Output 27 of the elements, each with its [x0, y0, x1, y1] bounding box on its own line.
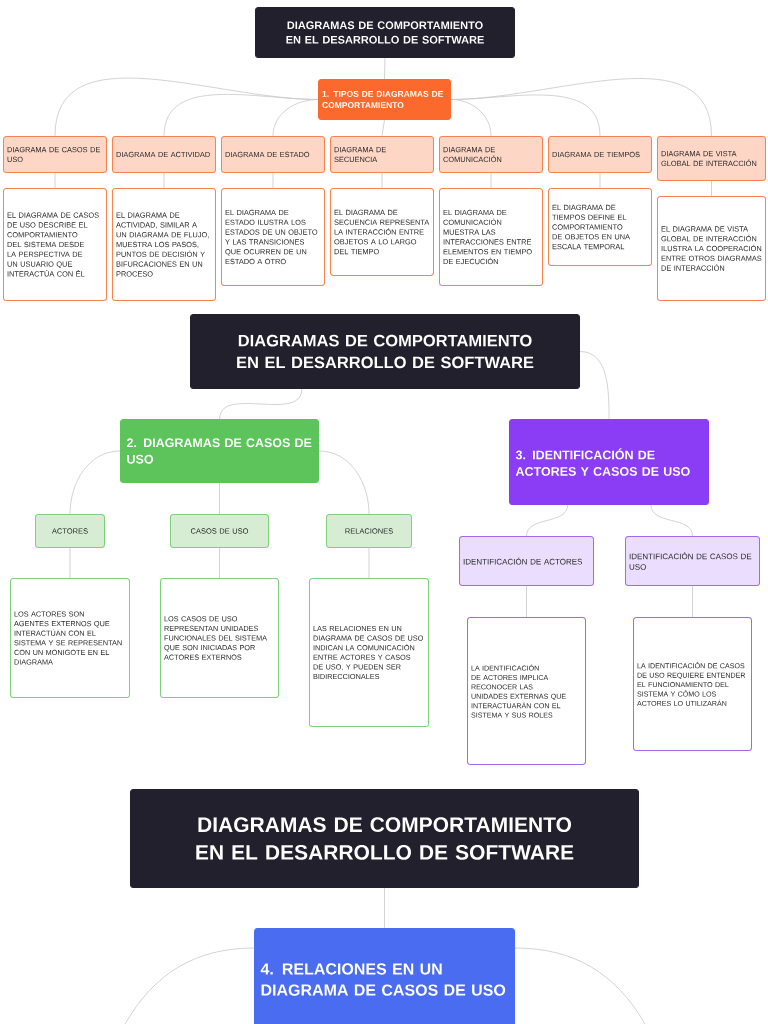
- connector-line: [272, 99, 319, 137]
- title-box: DIAGRAMAS DE COMPORTAMIENTO EN EL DESARROLLO DE SOFTWARE: [190, 314, 580, 389]
- connector-line: [381, 119, 385, 137]
- subtopic-box: IDENTIFICACIÓN DE CASOS DE USO: [625, 536, 760, 586]
- connector-line: [318, 450, 370, 515]
- subtopic-box: IDENTIFICACIÓN DE ACTORES: [459, 536, 594, 586]
- connector-line: [579, 351, 610, 420]
- title-box: DIAGRAMAS DE COMPORTAMIENTO EN EL DESARROLLO DE SOFTWARE: [130, 789, 639, 888]
- connector-line: [219, 482, 220, 515]
- category-box: 1. TIPOS DE DIAGRAMAS DE COMPORTAMIENTO: [318, 79, 451, 120]
- connector-line: [219, 388, 303, 420]
- category-box: 2. DIAGRAMAS DE CASOS DE USO: [120, 419, 319, 483]
- connector-line: [711, 180, 712, 197]
- connector-line: [514, 947, 646, 1024]
- connector-line: [384, 887, 385, 929]
- connector-line: [692, 585, 693, 618]
- connector-line: [69, 450, 121, 515]
- connector-line: [650, 504, 693, 537]
- category-box: 3. IDENTIFICACIÓN DE ACTORES Y CASOS DE USO: [509, 419, 709, 505]
- title-box: DIAGRAMAS DE COMPORTAMIENTO EN EL DESARROLLO DE SOFTWARE: [255, 7, 515, 58]
- connector-line: [526, 504, 568, 537]
- connector-line: [219, 547, 220, 579]
- category-box: 4. RELACIONES EN UN DIAGRAMA DE CASOS DE USO: [254, 928, 515, 1024]
- connector-line: [450, 78, 712, 137]
- connector-line: [384, 57, 386, 80]
- connector-line: [124, 947, 255, 1024]
- connector-line: [526, 585, 527, 618]
